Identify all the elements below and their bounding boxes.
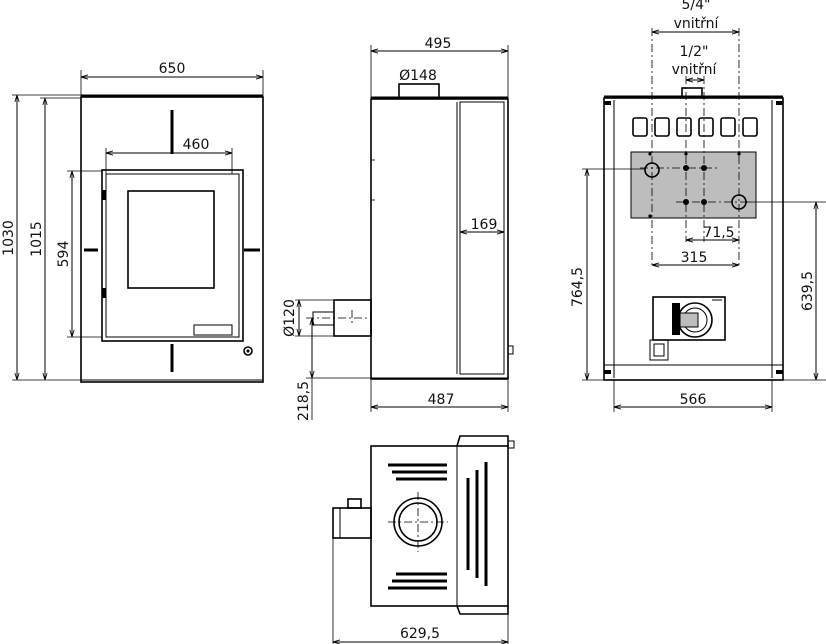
rear-fan-icon (677, 302, 713, 338)
front-door (101, 169, 244, 342)
top-inlet-pipe (332, 507, 372, 539)
dim-side-depth: 495 (370, 36, 509, 98)
dim-door-height: 594 (56, 170, 102, 338)
front-view: 650 460 1030 1015 594 (1, 61, 264, 383)
dim-label-1015: 1015 (29, 221, 45, 257)
dim-rear-spacing: 71,5 (686, 225, 739, 241)
dim-side-base: 487 (370, 380, 509, 412)
dim-rear-width-inner: 315 (652, 250, 739, 266)
dim-rear-height-right: 639,5 (746, 201, 826, 381)
dim-front-width: 650 (80, 61, 264, 96)
dim-door-width: 460 (105, 137, 233, 174)
dim-inlet-height: 218,5 (296, 318, 371, 421)
dim-label-594: 594 (56, 241, 72, 268)
dim-label-169: 169 (471, 217, 498, 233)
dim-label-5-4: 5/4" (682, 0, 711, 13)
dim-label-460: 460 (183, 137, 210, 153)
rear-control-box (652, 296, 726, 341)
dim-total-height: 1030 (1, 94, 81, 381)
dim-label-1-2-note: vnitřní (672, 62, 718, 78)
dim-side-panel: 169 (460, 217, 504, 233)
top-grill-lines (388, 462, 488, 590)
dim-label-218: 218,5 (296, 381, 312, 421)
dim-label-1030: 1030 (1, 220, 17, 256)
dim-label-315: 315 (681, 250, 708, 266)
dim-rear-pipe-small: 1/2" vnitřní (672, 44, 718, 80)
dim-rear-width: 566 (613, 380, 773, 412)
top-view: 629,5 (332, 435, 515, 644)
side-flue-collar (398, 83, 440, 99)
dim-rear-pipe-large: 5/4" vnitřní (652, 0, 739, 32)
dim-label-566: 566 (680, 392, 707, 408)
side-view: 495 Ø148 169 Ø120 218,5 487 (282, 36, 514, 421)
side-body (370, 98, 509, 380)
dim-label-5-4-note: vnitřní (674, 16, 720, 32)
rear-vent-slots (632, 117, 758, 137)
top-flue-icon (393, 497, 443, 547)
dim-top-depth: 629,5 (332, 538, 509, 644)
dim-label-639: 639,5 (800, 271, 816, 311)
front-door-glass (127, 190, 215, 289)
dim-label-487: 487 (428, 392, 455, 408)
dim-flue-diameter: Ø148 (399, 68, 437, 84)
dim-label-495: 495 (425, 36, 452, 52)
rear-view: 5/4" vnitřní 1/2" vnitřní 71,5 315 764,5… (570, 0, 826, 412)
front-knob-icon (243, 346, 253, 356)
side-panel (459, 101, 505, 375)
dim-label-650: 650 (159, 61, 186, 77)
dim-label-1-2: 1/2" (680, 44, 709, 60)
dim-label-120: Ø120 (282, 299, 298, 337)
dim-rear-height-left: 764,5 (570, 168, 645, 381)
dim-label-629: 629,5 (400, 626, 440, 642)
dim-label-71: 71,5 (703, 225, 734, 241)
dim-body-height: 1015 (29, 97, 81, 380)
dim-label-764: 764,5 (570, 267, 586, 307)
dim-label-148: Ø148 (399, 68, 437, 84)
